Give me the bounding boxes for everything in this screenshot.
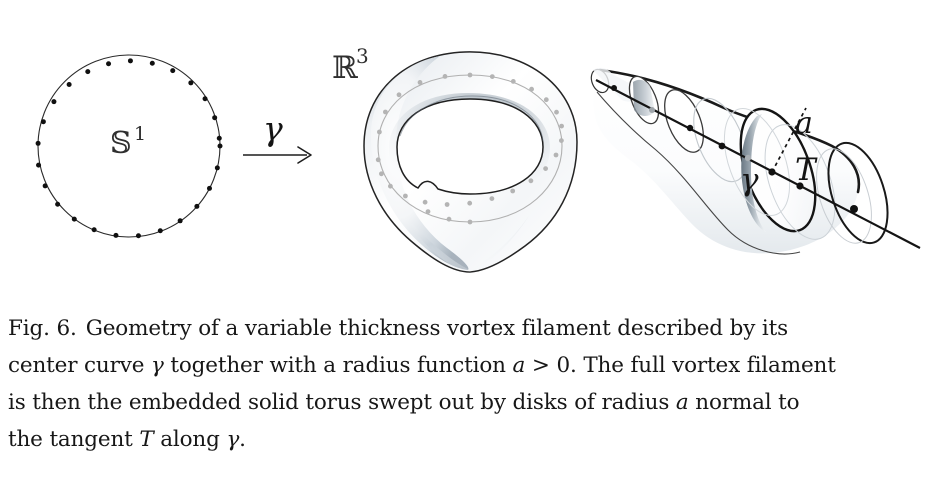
caption-line-3-c: normal to [688,390,800,415]
gamma-map-label: γ [263,109,283,148]
caption-line-1: Fig. 6. Geometry of a variable thickness … [8,310,939,347]
caption-line-2-e: > 0. The full vortex filament [525,353,836,378]
gamma-map-arrow-group: γ [243,109,312,164]
caption-line-4: the tangent T along γ. [8,421,939,458]
torus-inner-ridge [399,95,544,142]
radius-dashed-line [771,107,807,173]
caption-line-3-a: is then the embedded solid torus swept o… [8,390,676,415]
torus-bottom-sheen [404,214,530,272]
caption-line-2-c: together with a radius function [163,353,513,378]
figure-graphic-area: 𝕊 1 γ [35,44,921,273]
tube-right-cap [827,141,889,245]
caption-gamma-symbol-2: γ [226,427,240,452]
r3-label-exponent: 3 [356,44,369,68]
caption-tangent-symbol: T [139,427,154,452]
caption-figure-number: Fig. 6. [8,316,77,341]
caption-radius-symbol-2: a [675,390,689,415]
variable-thickness-tube-panel: γ a T [590,67,921,255]
tube-right-cap-ghost [816,148,872,244]
caption-line-2: center curve γ together with a radius fu… [8,347,939,384]
torus-inner-hole [396,98,544,195]
arrow-head [297,146,312,164]
tube-bottom-edge [596,91,801,255]
s1-label: 𝕊 [110,126,132,161]
caption-line-3: is then the embedded solid torus swept o… [8,384,939,421]
caption-gamma-symbol: γ [151,353,164,378]
r3-label: ℝ [332,50,358,86]
tube-disk-2 [664,89,704,153]
tube-main-disk-rim [741,114,766,232]
gamma-curve-label: γ [740,162,759,198]
caption-line-4-a: the tangent [8,427,140,452]
tangent-T-label: T [795,152,818,188]
radius-a-label: a [795,106,813,141]
caption-line-4-c: along [153,427,227,452]
caption-line-2-a: center curve [8,353,152,378]
figure-svg-canvas: 𝕊 1 γ [35,44,921,273]
caption-line-1-text: Geometry of a variable thickness vortex … [85,316,788,341]
tube-center-curve-points [611,85,858,213]
figure-caption: Fig. 6. Geometry of a variable thickness … [8,310,939,458]
embedded-torus-panel: ℝ 3 [332,44,578,273]
caption-line-4-e: . [239,427,246,452]
circle-sample-points [35,58,223,239]
domain-circle-panel: 𝕊 1 [35,54,223,239]
torus-center-curve-points [375,72,564,225]
caption-radius-symbol: a [512,353,526,378]
torus-left-highlight [370,56,469,270]
tube-disk-3-ghost [693,97,747,183]
s1-label-exponent: 1 [134,123,146,145]
